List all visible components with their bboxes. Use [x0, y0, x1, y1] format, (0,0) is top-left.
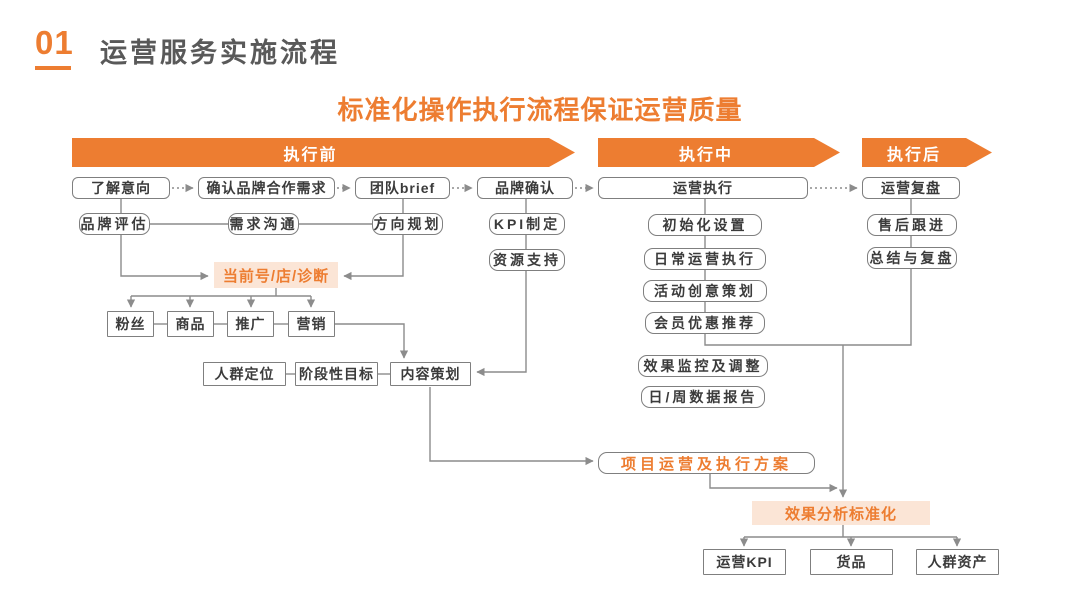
stage-banner-post: 执行后	[862, 138, 992, 167]
node-daily-weekly-report: 日/周数据报告	[641, 386, 765, 408]
node-team-brief: 团队brief	[355, 177, 450, 199]
stage-banner-pre: 执行前	[72, 138, 575, 167]
node-demand-communicate: 需求沟通	[228, 213, 299, 235]
node-operation-kpi: 运营KPI	[703, 549, 786, 575]
node-after-sale: 售后跟进	[867, 214, 957, 236]
node-operation-review: 运营复盘	[862, 177, 960, 199]
node-summary-review: 总结与复盘	[867, 247, 957, 269]
node-confirm-brand-needs: 确认品牌合作需求	[198, 177, 335, 199]
node-init-setup: 初始化设置	[648, 214, 762, 236]
node-content-plan: 内容策划	[390, 362, 471, 386]
page-number: 01	[35, 24, 74, 61]
node-crowd-asset: 人群资产	[916, 549, 999, 575]
node-fans: 粉丝	[107, 311, 154, 337]
slide-subtitle: 标准化操作执行流程保证运营质量	[337, 95, 743, 125]
node-crowd-position: 人群定位	[203, 362, 286, 386]
node-goods: 商品	[167, 311, 214, 337]
node-operation-execute: 运营执行	[598, 177, 808, 199]
node-stage-goal: 阶段性目标	[295, 362, 378, 386]
node-product: 货品	[810, 549, 893, 575]
node-brand-confirm: 品牌确认	[477, 177, 573, 199]
stage-banner-during: 执行中	[598, 138, 840, 167]
node-daily-operation: 日常运营执行	[644, 248, 766, 270]
page-title: 运营服务实施流程	[100, 38, 340, 68]
node-member-discount: 会员优惠推荐	[645, 312, 765, 334]
page-number-underline	[35, 66, 71, 70]
node-effect-analysis: 效果分析标准化	[752, 501, 930, 525]
node-effect-monitor: 效果监控及调整	[638, 355, 768, 377]
node-activity-creative: 活动创意策划	[643, 280, 767, 302]
node-project-plan: 项目运营及执行方案	[598, 452, 815, 474]
node-understand-intent: 了解意向	[72, 177, 170, 199]
node-current-diagnosis: 当前号/店/诊断	[214, 262, 338, 288]
node-marketing: 营销	[288, 311, 335, 337]
node-promotion: 推广	[227, 311, 274, 337]
node-resource-support: 资源支持	[489, 249, 565, 271]
node-direction-plan: 方向规划	[372, 213, 443, 235]
node-brand-evaluate: 品牌评估	[79, 213, 150, 235]
node-kpi-make: KPI制定	[489, 213, 565, 235]
